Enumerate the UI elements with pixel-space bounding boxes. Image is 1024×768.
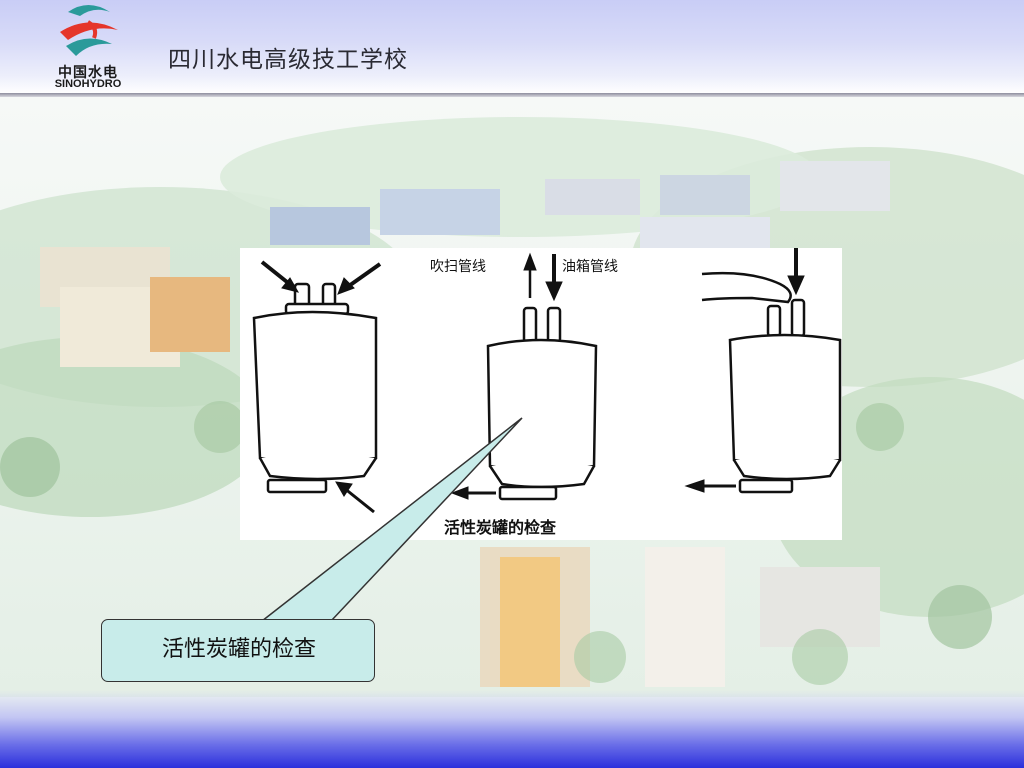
footer-band (0, 690, 1024, 768)
purge-line-label: 吹扫管线 (430, 259, 486, 275)
logo-chinese-text: 中国水电 (58, 65, 118, 81)
callout-box: 活性炭罐的检查 (101, 619, 375, 682)
school-name: 四川水电高级技工学校 (168, 47, 408, 73)
tank-line-label: 油箱管线 (562, 259, 618, 275)
canister-right (728, 298, 842, 494)
finger-illustration (701, 271, 792, 304)
sinohydro-logo-icon (60, 5, 118, 56)
callout-text: 活性炭罐的检查 (161, 637, 316, 662)
header-band (0, 0, 1024, 94)
logo-english-text: SINOHYDRO (54, 78, 122, 90)
sinohydro-logo: 中国水电 SINOHYDRO (38, 2, 138, 92)
canister-middle (486, 306, 598, 501)
canister-inspection-figure: 吹扫管线 油箱管线 活性炭罐的检查 (240, 248, 842, 540)
canister-diagram (252, 248, 842, 514)
figure-caption: 活性炭罐的检查 (444, 518, 557, 537)
header-divider (0, 93, 1024, 97)
canister-left (252, 282, 378, 494)
